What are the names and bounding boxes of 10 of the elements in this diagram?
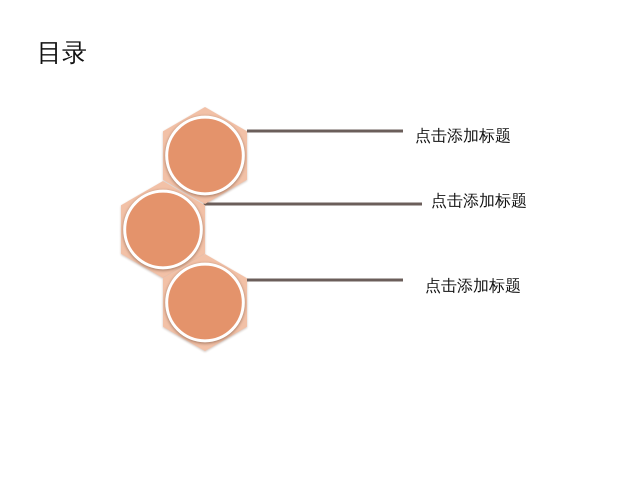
leader-line xyxy=(246,278,403,282)
topic-label: 点击添加标题 xyxy=(431,191,527,210)
page-title: 目录 xyxy=(37,38,87,68)
leader-line xyxy=(246,130,403,132)
hexagon-shape xyxy=(120,180,205,278)
topic-label: 点击添加标题 xyxy=(425,276,521,295)
hexagon-shape xyxy=(162,106,247,204)
topic-label: 点击添加标题 xyxy=(415,126,511,145)
leader-line xyxy=(204,202,422,206)
hexagon-shape xyxy=(162,254,247,350)
